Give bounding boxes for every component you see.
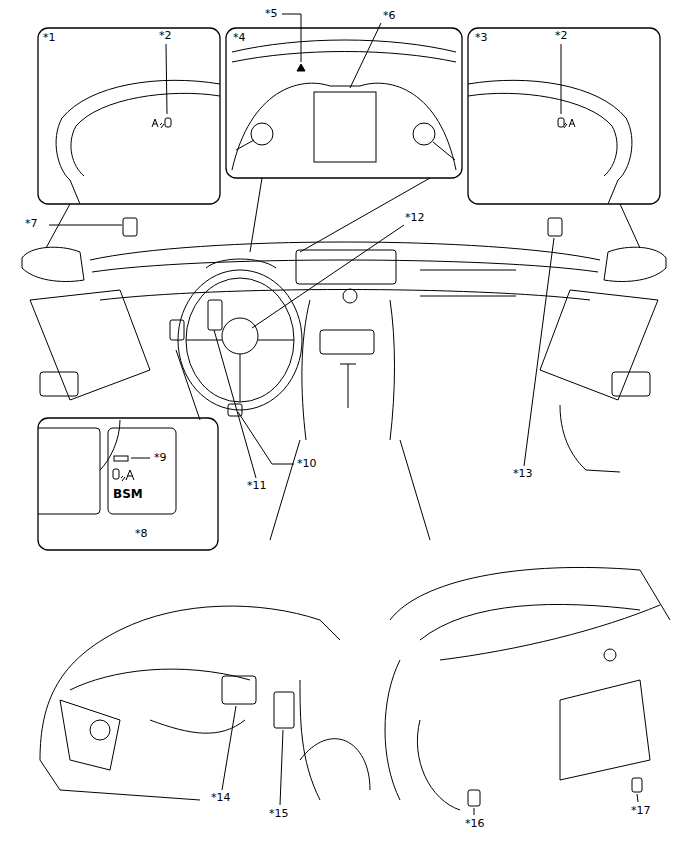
callout-number: *15 (268, 808, 290, 820)
callout-number: *14 (210, 792, 232, 804)
callout-number: *16 (464, 818, 486, 830)
leader-line (238, 412, 294, 464)
indicator-light (114, 456, 128, 461)
bsm-indicator (152, 118, 171, 128)
callout-number: *9 (153, 452, 168, 464)
gauge-needle (236, 140, 254, 150)
meter-outline (232, 83, 456, 170)
inset-pointer (176, 350, 200, 420)
callout-number: *2 (554, 30, 569, 42)
inset-frame (226, 28, 462, 178)
callout-number: *10 (296, 458, 318, 470)
meter-hood (232, 40, 456, 52)
callout-number: *2 (158, 30, 173, 42)
adjacent-switch (38, 428, 100, 514)
leader-line (131, 458, 150, 459)
multi-display (314, 92, 376, 162)
leader-line (214, 330, 256, 478)
leader-line (282, 14, 301, 62)
callout-number: *11 (246, 480, 268, 492)
leader-line (166, 44, 167, 114)
leader-line (49, 225, 122, 226)
callout-number: *8 (134, 528, 149, 540)
callout-number: *1 (42, 32, 57, 44)
callout-number: *13 (512, 468, 534, 480)
leader-line (350, 23, 381, 88)
leader-line (252, 225, 404, 328)
callout-number: *12 (404, 212, 426, 224)
gauge-center (251, 123, 273, 145)
callout-number: *3 (474, 32, 489, 44)
leader-line (561, 44, 562, 114)
master-warning (297, 64, 305, 71)
meter-hood (232, 52, 456, 63)
bsm-icon (113, 469, 134, 481)
leader-line (222, 706, 236, 790)
leader-line (524, 238, 554, 466)
steering-wheel (178, 259, 302, 416)
bsm-indicator (558, 118, 575, 128)
mirror-outline (468, 80, 632, 204)
mirror-outline (56, 80, 220, 204)
mirror-glass (71, 93, 220, 176)
callout-number: *6 (382, 10, 397, 22)
leader-line (474, 808, 475, 815)
inset-pointer (46, 204, 70, 248)
callout-number: *4 (232, 32, 247, 44)
vehicle-interior (22, 218, 666, 540)
front-vehicle (40, 606, 370, 800)
callout-number: *5 (264, 8, 279, 20)
inset-pointer (250, 178, 430, 252)
switch-text: BSM (112, 488, 144, 501)
inset-frame (38, 418, 218, 550)
gauge-center (413, 123, 435, 145)
inset-frame (468, 28, 660, 204)
bsm-switch (108, 428, 176, 514)
leader-line (280, 730, 283, 805)
rear-vehicle (385, 567, 670, 810)
gauge-needle (433, 142, 455, 160)
inset-frame (38, 28, 220, 204)
mirror-glass (468, 93, 617, 176)
inset-pointer (620, 204, 640, 248)
leader-line (637, 794, 638, 802)
callout-number: *7 (24, 218, 39, 230)
callout-number: *17 (630, 805, 652, 817)
